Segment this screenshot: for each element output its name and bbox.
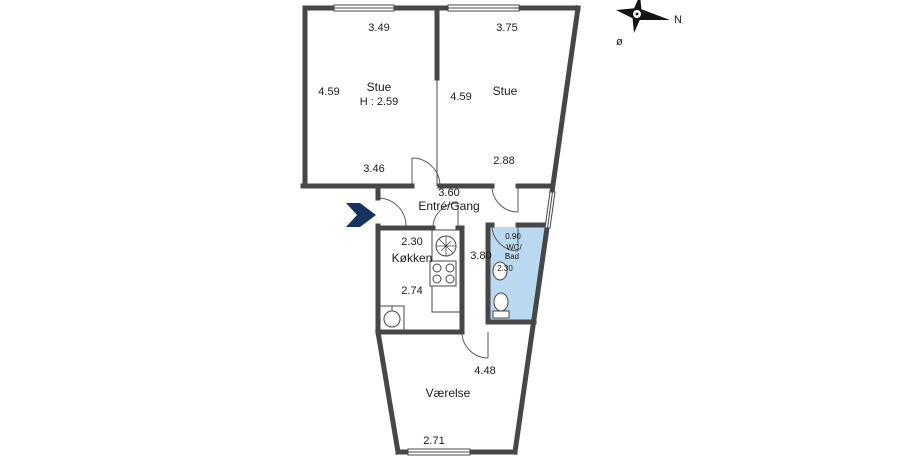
dim-stue-left-side: 4.59: [318, 86, 339, 98]
bathroom-fixtures: [492, 261, 510, 319]
dim-vaerelse-bottom: 2.71: [423, 435, 444, 447]
bathroom-sink-icon: [492, 261, 508, 281]
stue-right-door: [491, 185, 519, 213]
dim-gang: 3.80: [470, 250, 491, 262]
room-label-vaerelse: Værelse: [426, 386, 471, 400]
toilet-tank-icon: [492, 310, 510, 319]
extractor-fan-blades: [436, 236, 456, 256]
toilet-icon: [493, 292, 509, 312]
burner-icon: [445, 274, 455, 284]
room-label-stue-left: Stue: [367, 80, 392, 94]
wall-right-slanted: [512, 5, 581, 455]
compass-hub-dot: [635, 12, 639, 16]
stue-left-door: [411, 157, 441, 187]
burner-icon: [432, 274, 442, 284]
compass: N ø: [616, 0, 682, 48]
windows: [333, 4, 556, 456]
dim-kokken-top: 2.30: [401, 236, 422, 248]
dim-kokken-bottom: 2.74: [401, 285, 422, 297]
wall-bedroom-left-diagonal: [375, 329, 401, 455]
burner-icon: [432, 263, 442, 273]
dim-stue-right-bottom: 2.88: [493, 155, 514, 167]
room-label-kokken: Køkken: [392, 251, 433, 265]
dim-wc-top: 0.90: [505, 232, 521, 241]
dim-stue-left-bottom: 3.46: [363, 163, 384, 175]
room-label-entre: Entré/Gang: [418, 199, 479, 213]
walls: [300, 5, 581, 455]
room-label-wc-line2: Bad: [505, 252, 519, 261]
vaerelse-door: [461, 331, 489, 359]
burner-icon: [445, 263, 455, 273]
compass-east-label: ø: [616, 36, 623, 48]
dim-stue-right-top: 3.75: [496, 22, 517, 34]
entrance-arrow-icon: [346, 203, 376, 227]
wc-door: [491, 224, 519, 252]
entrance-door: [377, 197, 407, 227]
dim-wc-side: 2.30: [497, 264, 513, 273]
kitchen-fixtures: [379, 229, 461, 333]
kokken-door: [432, 202, 459, 229]
compass-north-label: N: [674, 14, 682, 26]
dim-stue-right-side: 4.59: [450, 91, 471, 103]
room-label-stue-right: Stue: [493, 84, 518, 98]
room-label-wc-line1: WC/: [506, 243, 522, 252]
ceiling-height-label: H : 2.59: [360, 96, 399, 108]
dim-entre: 3.60: [438, 187, 459, 199]
dim-stue-left-top: 3.49: [368, 22, 389, 34]
kitchen-sink-icon: [383, 310, 401, 328]
dim-vaerelse-side: 4.48: [474, 365, 495, 377]
doors: [377, 157, 519, 359]
window-right-wall-line: [547, 191, 553, 229]
